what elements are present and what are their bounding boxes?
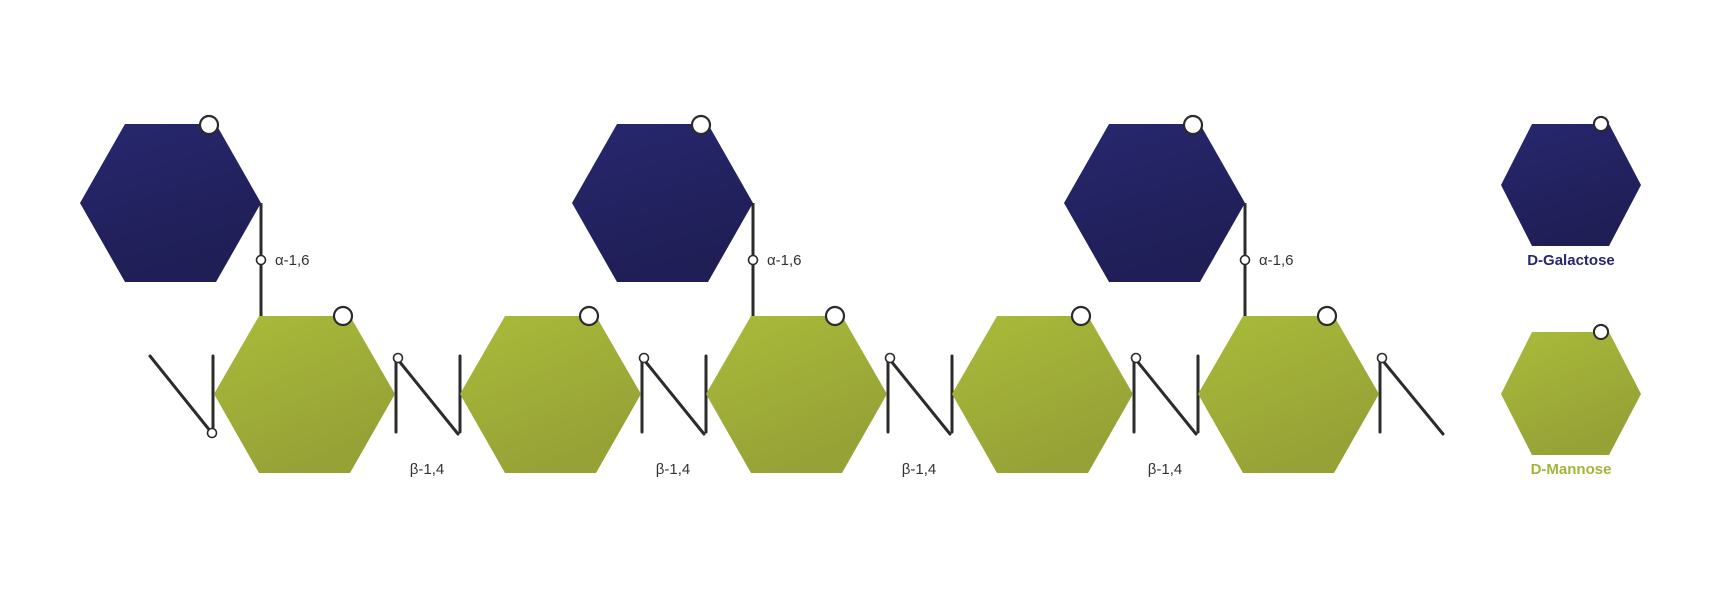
legend-galactose-label: D-Galactose (1527, 252, 1615, 269)
mannose-hexagon-2 (460, 316, 641, 473)
glycosidic-oxygen (1130, 352, 1142, 364)
backbone-terminal-left (148, 354, 213, 434)
alpha-bond-labels: α-1,6 α-1,6 α-1,6 (275, 252, 1294, 269)
glycosidic-oxygen (884, 352, 896, 364)
ring-oxygen-circle (824, 305, 846, 327)
ring-oxygen-circle (332, 305, 354, 327)
mannose-hexagon-4 (952, 316, 1133, 473)
beta-bond-label: β-1,4 (410, 461, 444, 478)
ring-oxygen-circle (1316, 305, 1338, 327)
galactose-units (80, 124, 1245, 282)
mannose-hexagon-5 (1198, 316, 1379, 473)
glycosidic-oxygen (747, 254, 759, 266)
beta-bond-label: β-1,4 (656, 461, 690, 478)
galactose-hexagon-2 (572, 124, 753, 282)
ring-oxygen-circle (578, 305, 600, 327)
alpha-bond-label: α-1,6 (1259, 252, 1294, 269)
ring-oxygen-circle (1593, 116, 1609, 132)
glycosidic-oxygen (392, 352, 404, 364)
backbone-terminal-right (1381, 359, 1445, 436)
alpha-bond-label: α-1,6 (275, 252, 310, 269)
legend: D-Galactose D-Mannose (1501, 116, 1641, 478)
beta-bond-4 (1132, 354, 1200, 436)
ring-oxygen-circle (1182, 114, 1204, 136)
ring-oxygen-circle (198, 114, 220, 136)
galactose-hexagon-3 (1064, 124, 1245, 282)
ring-oxygen-circle (1593, 324, 1609, 340)
beta-bond-label: β-1,4 (1148, 461, 1182, 478)
legend-mannose-hexagon (1501, 332, 1641, 455)
legend-galactose-hexagon (1501, 124, 1641, 246)
beta-bond-1 (394, 354, 462, 436)
beta-bond-label: β-1,4 (902, 461, 936, 478)
beta-bond-3 (886, 354, 954, 436)
glycosidic-oxygen (638, 352, 650, 364)
beta-bond-2 (640, 354, 708, 436)
glycosidic-oxygen-markers (206, 254, 1388, 439)
glycosidic-oxygen (206, 427, 218, 439)
alpha-bond-label: α-1,6 (767, 252, 802, 269)
ring-oxygen-markers (198, 114, 1610, 341)
beta-bond-labels: β-1,4 β-1,4 β-1,4 β-1,4 (410, 461, 1182, 478)
ring-oxygen-circle (690, 114, 712, 136)
glycosidic-oxygen (255, 254, 267, 266)
mannose-hexagon-1 (214, 316, 395, 473)
glycosidic-oxygen (1376, 352, 1388, 364)
glycosidic-oxygen (1239, 254, 1251, 266)
ring-oxygen-circle (1070, 305, 1092, 327)
mannose-units (214, 316, 1379, 473)
galactose-hexagon-1 (80, 124, 261, 282)
mannose-hexagon-3 (706, 316, 887, 473)
legend-mannose-label: D-Mannose (1531, 461, 1612, 478)
